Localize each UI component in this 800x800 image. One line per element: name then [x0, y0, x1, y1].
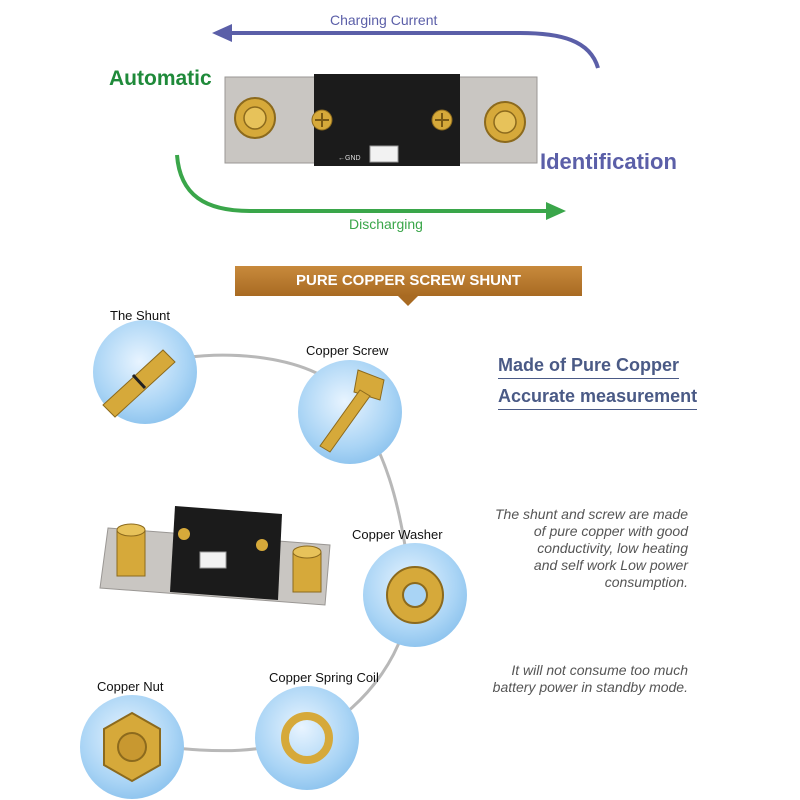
spring-coil-circle [255, 686, 359, 790]
desc2-line: It will not consume too much [511, 662, 688, 678]
feature-accurate-measurement: Accurate measurement [498, 386, 698, 410]
shunt-product-top [224, 74, 538, 166]
washer-thumbnail [386, 566, 444, 624]
shunt-thumbnail [102, 349, 176, 418]
description-paragraph-1: The shunt and screw are made of pure cop… [440, 506, 688, 591]
section-banner: PURE COPPER SCREW SHUNT [235, 266, 582, 296]
shunt-product-middle [99, 506, 331, 606]
nut-circle [80, 695, 184, 799]
identification-label: Identification [540, 149, 677, 174]
charging-current-label: Charging Current [330, 12, 438, 28]
desc1-line: consumption. [604, 574, 688, 590]
description-paragraph-2: It will not consume too much battery pow… [440, 662, 688, 696]
nut-label: Copper Nut [97, 679, 164, 694]
washer-label: Copper Washer [352, 527, 443, 542]
desc1-line: and self work Low power [533, 557, 688, 573]
discharging-arrow [175, 154, 548, 213]
discharging-arrowhead [546, 202, 566, 220]
charging-arrow [225, 31, 600, 69]
spring-coil-label: Copper Spring Coil [269, 670, 379, 685]
washer-circle [363, 543, 467, 647]
spring-coil-thumbnail [281, 712, 333, 764]
desc2-line: battery power in standby mode. [492, 679, 688, 695]
discharging-label: Discharging [349, 216, 423, 232]
automatic-label: Automatic [109, 67, 212, 90]
feature-pure-copper: Made of Pure Copper [498, 355, 680, 379]
shunt-label: The Shunt [110, 308, 170, 323]
nut-thumbnail [103, 711, 161, 783]
screw-label: Copper Screw [306, 343, 389, 358]
desc1-line: The shunt and screw are made [495, 506, 688, 522]
banner-pointer [398, 296, 418, 306]
desc1-line: conductivity, low heating [537, 540, 688, 556]
screw-circle [298, 360, 402, 464]
desc1-line: of pure copper with good [533, 523, 688, 539]
screw-thumbnail [319, 369, 385, 453]
shunt-circle [93, 320, 197, 424]
charging-arrowhead [212, 24, 232, 42]
pcb-gnd-label: ←GND [338, 155, 361, 162]
